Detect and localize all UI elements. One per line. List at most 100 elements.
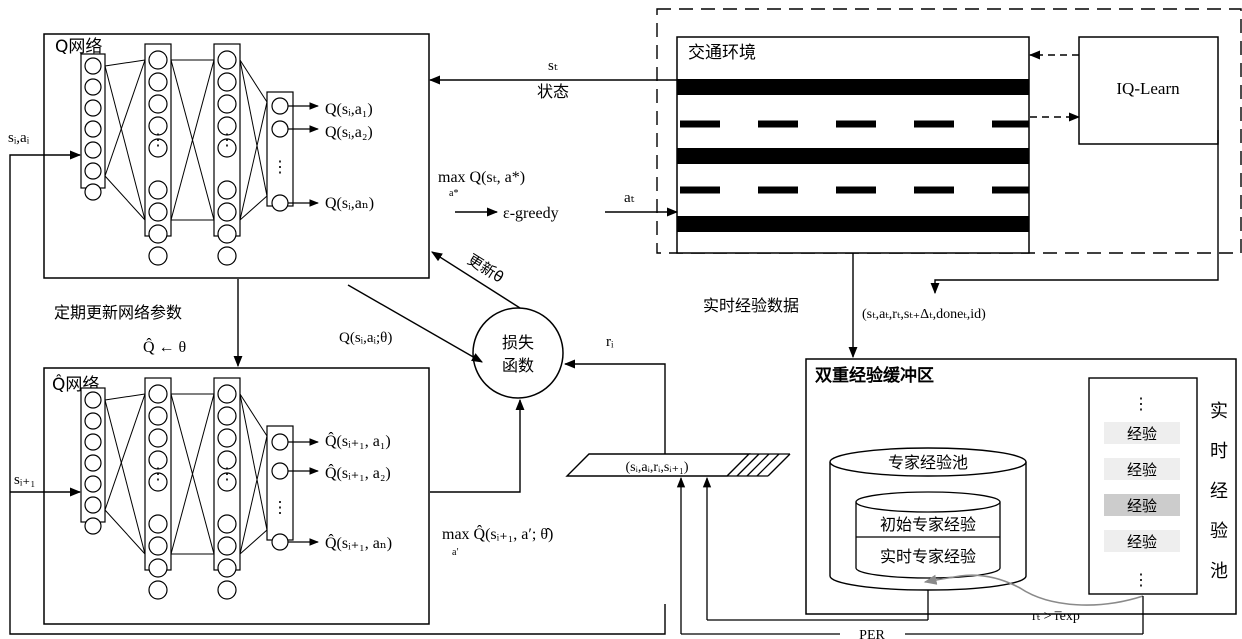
connection <box>240 436 267 554</box>
neuron <box>85 497 101 513</box>
layer-ellipsis: ⋮ <box>150 132 166 149</box>
target-output-n: Q̂(sᵢ₊₁, aₙ) <box>325 533 392 552</box>
neuron <box>272 98 288 114</box>
pool-label-char: 经 <box>1210 481 1228 502</box>
neuron <box>272 121 288 137</box>
neuron <box>272 195 288 211</box>
q-to-loss-arrow <box>348 285 482 362</box>
neuron <box>218 225 236 243</box>
neuron <box>149 181 167 199</box>
neuron <box>85 518 101 534</box>
target-output-1: Q̂(sᵢ₊₁, a₁) <box>325 431 391 450</box>
connection <box>240 196 267 220</box>
neuron <box>272 534 288 550</box>
neuron <box>149 429 167 447</box>
neuron <box>218 407 236 425</box>
layer-ellipsis: ⋮ <box>272 500 288 517</box>
neuron <box>218 247 236 265</box>
neuron <box>85 476 101 492</box>
q-network-layers: ⋮ ⋮ ⋮ <box>81 44 318 265</box>
iq-learn-label: IQ-Learn <box>1116 79 1180 98</box>
experience-item: 经验 <box>1127 497 1157 515</box>
neuron <box>149 73 167 91</box>
experience-item: 经验 <box>1127 533 1157 551</box>
neuron <box>218 559 236 577</box>
neuron <box>149 95 167 113</box>
pool-label-char: 实 <box>1210 401 1228 422</box>
neuron <box>149 515 167 533</box>
neuron <box>218 581 236 599</box>
sample-tuple-label: (sᵢ,aᵢ,rᵢ,sᵢ₊₁) <box>625 460 688 475</box>
experience-tuple-label: (sₜ,aₜ,rₜ,sₜ₊Δₜ,doneₜ,id) <box>862 307 986 322</box>
neuron <box>85 184 101 200</box>
neuron <box>85 100 101 116</box>
neuron <box>85 142 101 158</box>
connection <box>105 394 145 510</box>
neuron <box>149 559 167 577</box>
reward-arrow <box>565 364 665 455</box>
expert-inner-cylinder-body <box>856 502 1000 578</box>
connection <box>240 530 267 554</box>
update-theta-label: 更新θ <box>464 250 507 286</box>
per-label: PER <box>859 628 885 639</box>
neuron <box>272 463 288 479</box>
neuron <box>218 537 236 555</box>
q-output-2: Q(sᵢ,a₂) <box>325 124 373 141</box>
q-network: Q网络 ⋮⋮⋮ Q(sᵢ,a₁) Q(sᵢ,a₂) Q(sᵢ,aₙ) <box>44 34 429 278</box>
connection <box>105 394 145 400</box>
layer-ellipsis: ⋮ <box>219 132 235 149</box>
pool-label-char: 池 <box>1210 561 1228 582</box>
neuron <box>149 51 167 69</box>
neuron <box>149 537 167 555</box>
neuron <box>85 58 101 74</box>
target-output-2: Q̂(sᵢ₊₁, a₂) <box>325 463 391 482</box>
max-q-label: max Q(sₜ, a*) <box>438 169 525 186</box>
connection <box>105 66 145 220</box>
pool-label-char: 时 <box>1210 441 1228 462</box>
target-to-loss-arrow <box>430 400 520 492</box>
experience-item: 经验 <box>1127 461 1157 479</box>
q-output-1: Q(sᵢ,a₁) <box>325 101 373 118</box>
neuron <box>218 95 236 113</box>
neuron <box>149 385 167 403</box>
traffic-title: 交通环境 <box>688 43 756 63</box>
neuron <box>218 181 236 199</box>
action-symbol: aₜ <box>624 190 635 206</box>
epsilon-greedy-label: ε-greedy <box>503 205 559 222</box>
neuron <box>149 225 167 243</box>
loss-line-1: 损失 <box>502 333 534 352</box>
neuron <box>218 429 236 447</box>
q-output-n: Q(sᵢ,aₙ) <box>325 195 374 212</box>
neuron <box>85 392 101 408</box>
neuron <box>272 434 288 450</box>
expert-inner-cylinder-top <box>856 492 1000 512</box>
neuron <box>85 121 101 137</box>
state-label: 状态 <box>537 82 569 101</box>
initial-expert-label: 初始专家经验 <box>880 515 976 534</box>
neuron <box>218 51 236 69</box>
neuron <box>85 163 101 179</box>
pool-label-char: 验 <box>1210 521 1228 542</box>
neuron <box>218 515 236 533</box>
periodic-update-label: 定期更新网络参数 <box>54 303 182 322</box>
connection <box>105 60 145 66</box>
state-symbol: sₜ <box>548 58 558 74</box>
target-input-label: sᵢ₊₁ <box>14 472 35 488</box>
neuron <box>218 203 236 221</box>
neuron <box>149 407 167 425</box>
connection <box>105 60 145 176</box>
layer-ellipsis: ⋮ <box>272 159 288 176</box>
loss-function-node <box>473 308 563 398</box>
road-edge-top <box>677 79 1029 95</box>
max-qhat-label: max Q̂(sᵢ₊₁, a′; θ̂) <box>442 524 553 543</box>
max-q-subscript: a* <box>449 188 458 199</box>
neuron <box>85 455 101 471</box>
q-input-label: sᵢ,aᵢ <box>8 130 30 146</box>
experience-item: 经验 <box>1127 425 1157 443</box>
neuron <box>85 413 101 429</box>
neuron <box>149 581 167 599</box>
pool-ellipsis-top: ⋮ <box>1133 396 1149 413</box>
